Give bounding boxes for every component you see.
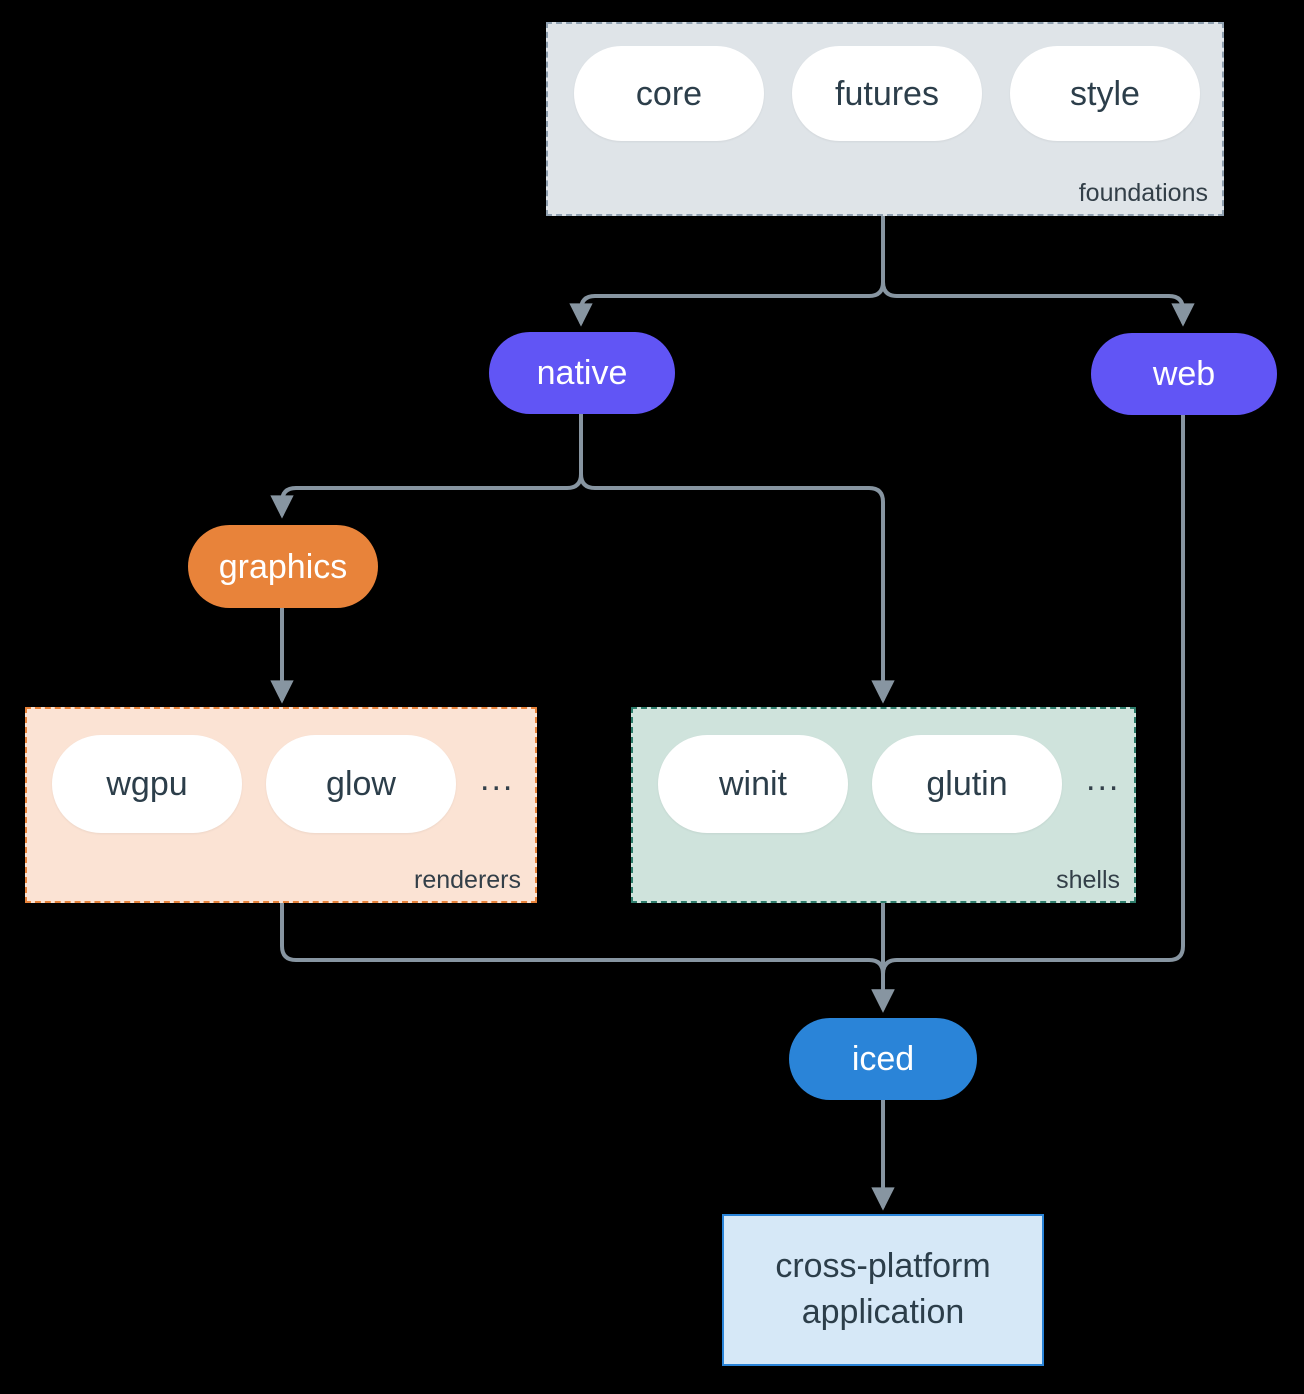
shells-items: winit glutin ... bbox=[658, 735, 1120, 833]
pill-label: glutin bbox=[926, 765, 1008, 803]
pill-label: glow bbox=[326, 765, 396, 803]
shells-ellipsis: ... bbox=[1086, 760, 1121, 798]
node-graphics[interactable]: graphics bbox=[188, 525, 378, 608]
pill-label: winit bbox=[718, 765, 788, 803]
cluster-label-renderers: renderers bbox=[414, 866, 521, 894]
pill-winit[interactable]: winit bbox=[658, 735, 848, 833]
pill-core[interactable]: core bbox=[574, 46, 764, 141]
cluster-shells[interactable]: winit glutin ... shells bbox=[631, 707, 1136, 903]
pill-label: futures bbox=[835, 74, 939, 113]
pill-futures[interactable]: futures bbox=[792, 46, 982, 141]
renderers-items: wgpu glow ... bbox=[52, 735, 514, 833]
renderers-ellipsis: ... bbox=[480, 760, 515, 798]
node-native[interactable]: native bbox=[489, 332, 675, 414]
pill-label: core bbox=[635, 74, 703, 113]
pill-label: wgpu bbox=[106, 765, 188, 803]
node-label: web bbox=[1152, 355, 1216, 393]
node-label: native bbox=[536, 354, 628, 392]
node-web[interactable]: web bbox=[1091, 333, 1277, 415]
application-line-2: application bbox=[801, 1293, 965, 1331]
cluster-renderers[interactable]: wgpu glow ... renderers bbox=[25, 707, 537, 903]
pill-glow[interactable]: glow bbox=[266, 735, 456, 833]
node-cross-platform-application[interactable]: cross-platform application bbox=[722, 1214, 1044, 1366]
pill-glutin[interactable]: glutin bbox=[872, 735, 1062, 833]
cluster-label-foundations: foundations bbox=[1078, 179, 1208, 207]
pill-wgpu[interactable]: wgpu bbox=[52, 735, 242, 833]
pill-style[interactable]: style bbox=[1010, 46, 1200, 141]
pill-label: style bbox=[1070, 74, 1140, 113]
node-iced[interactable]: iced bbox=[789, 1018, 977, 1100]
cluster-label-shells: shells bbox=[1056, 866, 1120, 894]
application-line-1: cross-platform bbox=[775, 1247, 991, 1286]
cluster-foundations[interactable]: core futures style foundations bbox=[546, 22, 1224, 216]
foundations-items: core futures style bbox=[574, 46, 1200, 141]
node-label: graphics bbox=[218, 547, 348, 586]
node-label: iced bbox=[851, 1040, 915, 1078]
